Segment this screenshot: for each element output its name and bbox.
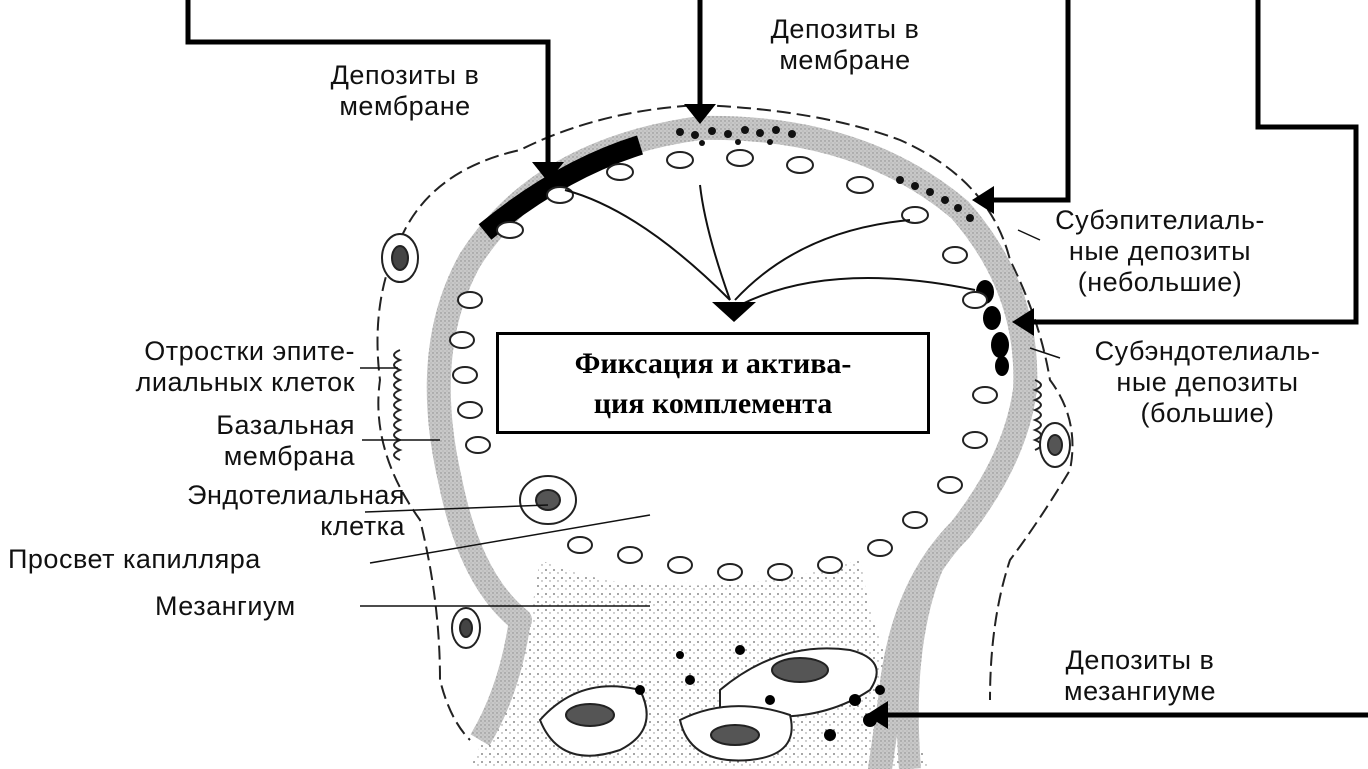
complement-arrowhead	[712, 302, 756, 322]
complement-box-line1: Фиксация и актива-	[499, 345, 927, 383]
label-endothelial-cell: Эндотелиальная клетка	[60, 480, 405, 542]
complement-box-line2: ция комплемента	[499, 385, 927, 423]
label-subepithelial-deposits: Субэпителиаль- ные депозиты (небольшие)	[1010, 205, 1310, 298]
label-mesangium: Мезангиум	[155, 591, 355, 622]
label-capillary-lumen: Просвет капилляра	[8, 544, 368, 575]
complement-arrows	[565, 185, 975, 305]
label-membrane-deposits-top: Депозиты в мембране	[730, 14, 960, 76]
label-epithelial-processes: Отростки эпите- лиальных клеток	[10, 336, 355, 398]
complement-box: Фиксация и актива- ция комплемента	[496, 332, 930, 434]
label-mesangial-deposits: Депозиты в мезангиуме	[1020, 645, 1260, 707]
label-membrane-deposits-left: Депозиты в мембране	[300, 60, 510, 122]
label-subendothelial-deposits: Субэндотелиаль- ные депозиты (большие)	[1055, 336, 1360, 429]
label-basement-membrane: Базальная мембрана	[100, 410, 355, 472]
